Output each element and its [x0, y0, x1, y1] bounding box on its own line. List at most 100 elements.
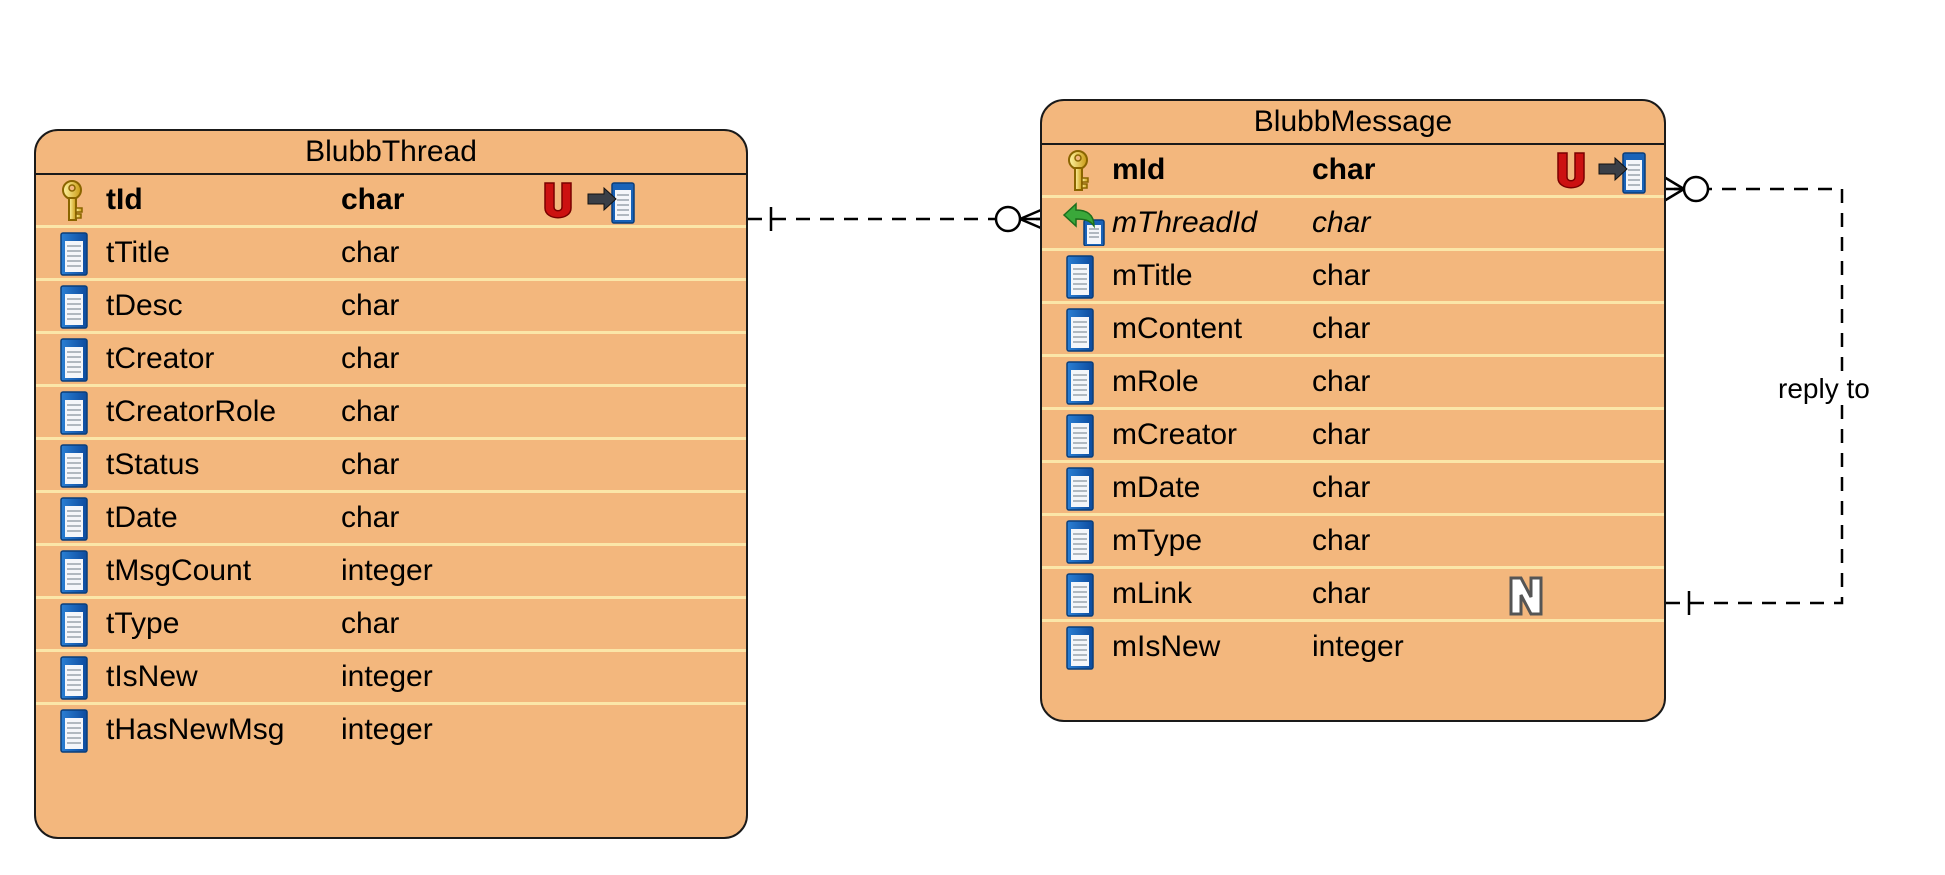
column-type: char: [1312, 418, 1371, 451]
column-row[interactable]: mIsNew integer: [1042, 622, 1664, 675]
column-type: char: [341, 236, 400, 269]
column-icon: [1062, 626, 1098, 670]
column-type: integer: [341, 554, 433, 587]
zero-mark: [994, 205, 1022, 233]
column-name: tCreatorRole: [106, 395, 277, 428]
column-row[interactable]: tMsgCount integer: [36, 546, 746, 599]
column-icon: [56, 285, 92, 329]
column-name: tId: [106, 183, 143, 216]
column-name: mDate: [1112, 471, 1201, 504]
column-name: mRole: [1112, 365, 1199, 398]
primary-key-row[interactable]: mId char: [1042, 145, 1664, 198]
column-icon: [56, 709, 92, 753]
column-icon: [56, 603, 92, 647]
column-type: char: [1312, 259, 1371, 292]
entity-title: BlubbThread: [36, 131, 746, 175]
column-type: integer: [1312, 630, 1404, 663]
column-type: char: [1312, 524, 1371, 557]
column-name: tType: [106, 607, 180, 640]
entity-blubbmessage[interactable]: BlubbMessage mId char mThreadId char mTitle c…: [1040, 99, 1666, 722]
column-list: mId char mThreadId char mTitle char mContent ch…: [1042, 145, 1664, 675]
column-name: mType: [1112, 524, 1203, 557]
column-row[interactable]: mTitle char: [1042, 251, 1664, 304]
column-row[interactable]: mLink char: [1042, 569, 1664, 622]
column-icon: [56, 232, 92, 276]
primary-key-icon: [56, 179, 92, 223]
column-icon: [1062, 467, 1098, 511]
column-icon: [1062, 308, 1098, 352]
column-row[interactable]: mDate char: [1042, 463, 1664, 516]
column-name: mContent: [1112, 312, 1243, 345]
column-icon: [56, 444, 92, 488]
crowfoot-mark: [1663, 175, 1685, 191]
column-name: tCreator: [106, 342, 215, 375]
column-icon: [56, 497, 92, 541]
column-type: char: [1312, 153, 1376, 186]
column-type: char: [1312, 471, 1371, 504]
column-type: char: [341, 607, 400, 640]
column-name: tStatus: [106, 448, 200, 481]
column-row[interactable]: tHasNewMsg integer: [36, 705, 746, 758]
column-icon: [1062, 255, 1098, 299]
unique-icon: [541, 179, 575, 223]
column-row[interactable]: tType char: [36, 599, 746, 652]
column-row[interactable]: tDate char: [36, 493, 746, 546]
primary-key-row[interactable]: tId char: [36, 175, 746, 228]
column-name: tIsNew: [106, 660, 198, 693]
column-row[interactable]: tCreatorRole char: [36, 387, 746, 440]
column-type: integer: [341, 660, 433, 693]
column-icon: [56, 391, 92, 435]
column-row[interactable]: tStatus char: [36, 440, 746, 493]
column-name: tDate: [106, 501, 178, 534]
column-name: tDesc: [106, 289, 183, 322]
column-name: tTitle: [106, 236, 170, 269]
column-type: char: [1312, 312, 1371, 345]
relationship-label-reply-to: reply to: [1778, 373, 1870, 405]
column-type: char: [341, 395, 400, 428]
column-icon: [1062, 414, 1098, 458]
column-name: tHasNewMsg: [106, 713, 285, 746]
column-icon: [56, 656, 92, 700]
column-name: mCreator: [1112, 418, 1238, 451]
column-row[interactable]: tCreator char: [36, 334, 746, 387]
column-row[interactable]: mRole char: [1042, 357, 1664, 410]
column-name: mLink: [1112, 577, 1193, 610]
index-icon: [586, 177, 636, 225]
column-icon: [56, 550, 92, 594]
column-name: mTitle: [1112, 259, 1193, 292]
column-icon: [1062, 520, 1098, 564]
zero-mark: [1682, 175, 1710, 203]
column-type: integer: [341, 713, 433, 746]
column-type: char: [341, 448, 400, 481]
column-row[interactable]: mType char: [1042, 516, 1664, 569]
foreign-key-row[interactable]: mThreadId char: [1042, 198, 1664, 251]
relationship-thread-message[interactable]: [748, 205, 1049, 233]
column-row[interactable]: tTitle char: [36, 228, 746, 281]
column-type: char: [1312, 577, 1371, 610]
column-row[interactable]: tIsNew integer: [36, 652, 746, 705]
column-icon: [56, 338, 92, 382]
column-name: mId: [1112, 153, 1166, 186]
primary-key-icon: [1062, 149, 1098, 193]
entity-title: BlubbMessage: [1042, 101, 1664, 145]
column-type: char: [1312, 365, 1371, 398]
column-row[interactable]: mCreator char: [1042, 410, 1664, 463]
column-row[interactable]: tDesc char: [36, 281, 746, 334]
column-row[interactable]: mContent char: [1042, 304, 1664, 357]
column-type: char: [341, 501, 400, 534]
foreign-key-icon: [1062, 202, 1105, 247]
column-type: char: [1312, 206, 1371, 239]
unique-icon: [1554, 149, 1588, 193]
nullable-icon: [1508, 575, 1544, 617]
column-name: tMsgCount: [106, 554, 252, 587]
column-name: mIsNew: [1112, 630, 1221, 663]
column-icon: [1062, 573, 1098, 617]
column-name: mThreadId: [1112, 206, 1258, 239]
index-icon: [1597, 147, 1647, 195]
column-icon: [1062, 361, 1098, 405]
column-type: char: [341, 342, 400, 375]
column-type: char: [341, 183, 405, 216]
column-type: char: [341, 289, 400, 322]
